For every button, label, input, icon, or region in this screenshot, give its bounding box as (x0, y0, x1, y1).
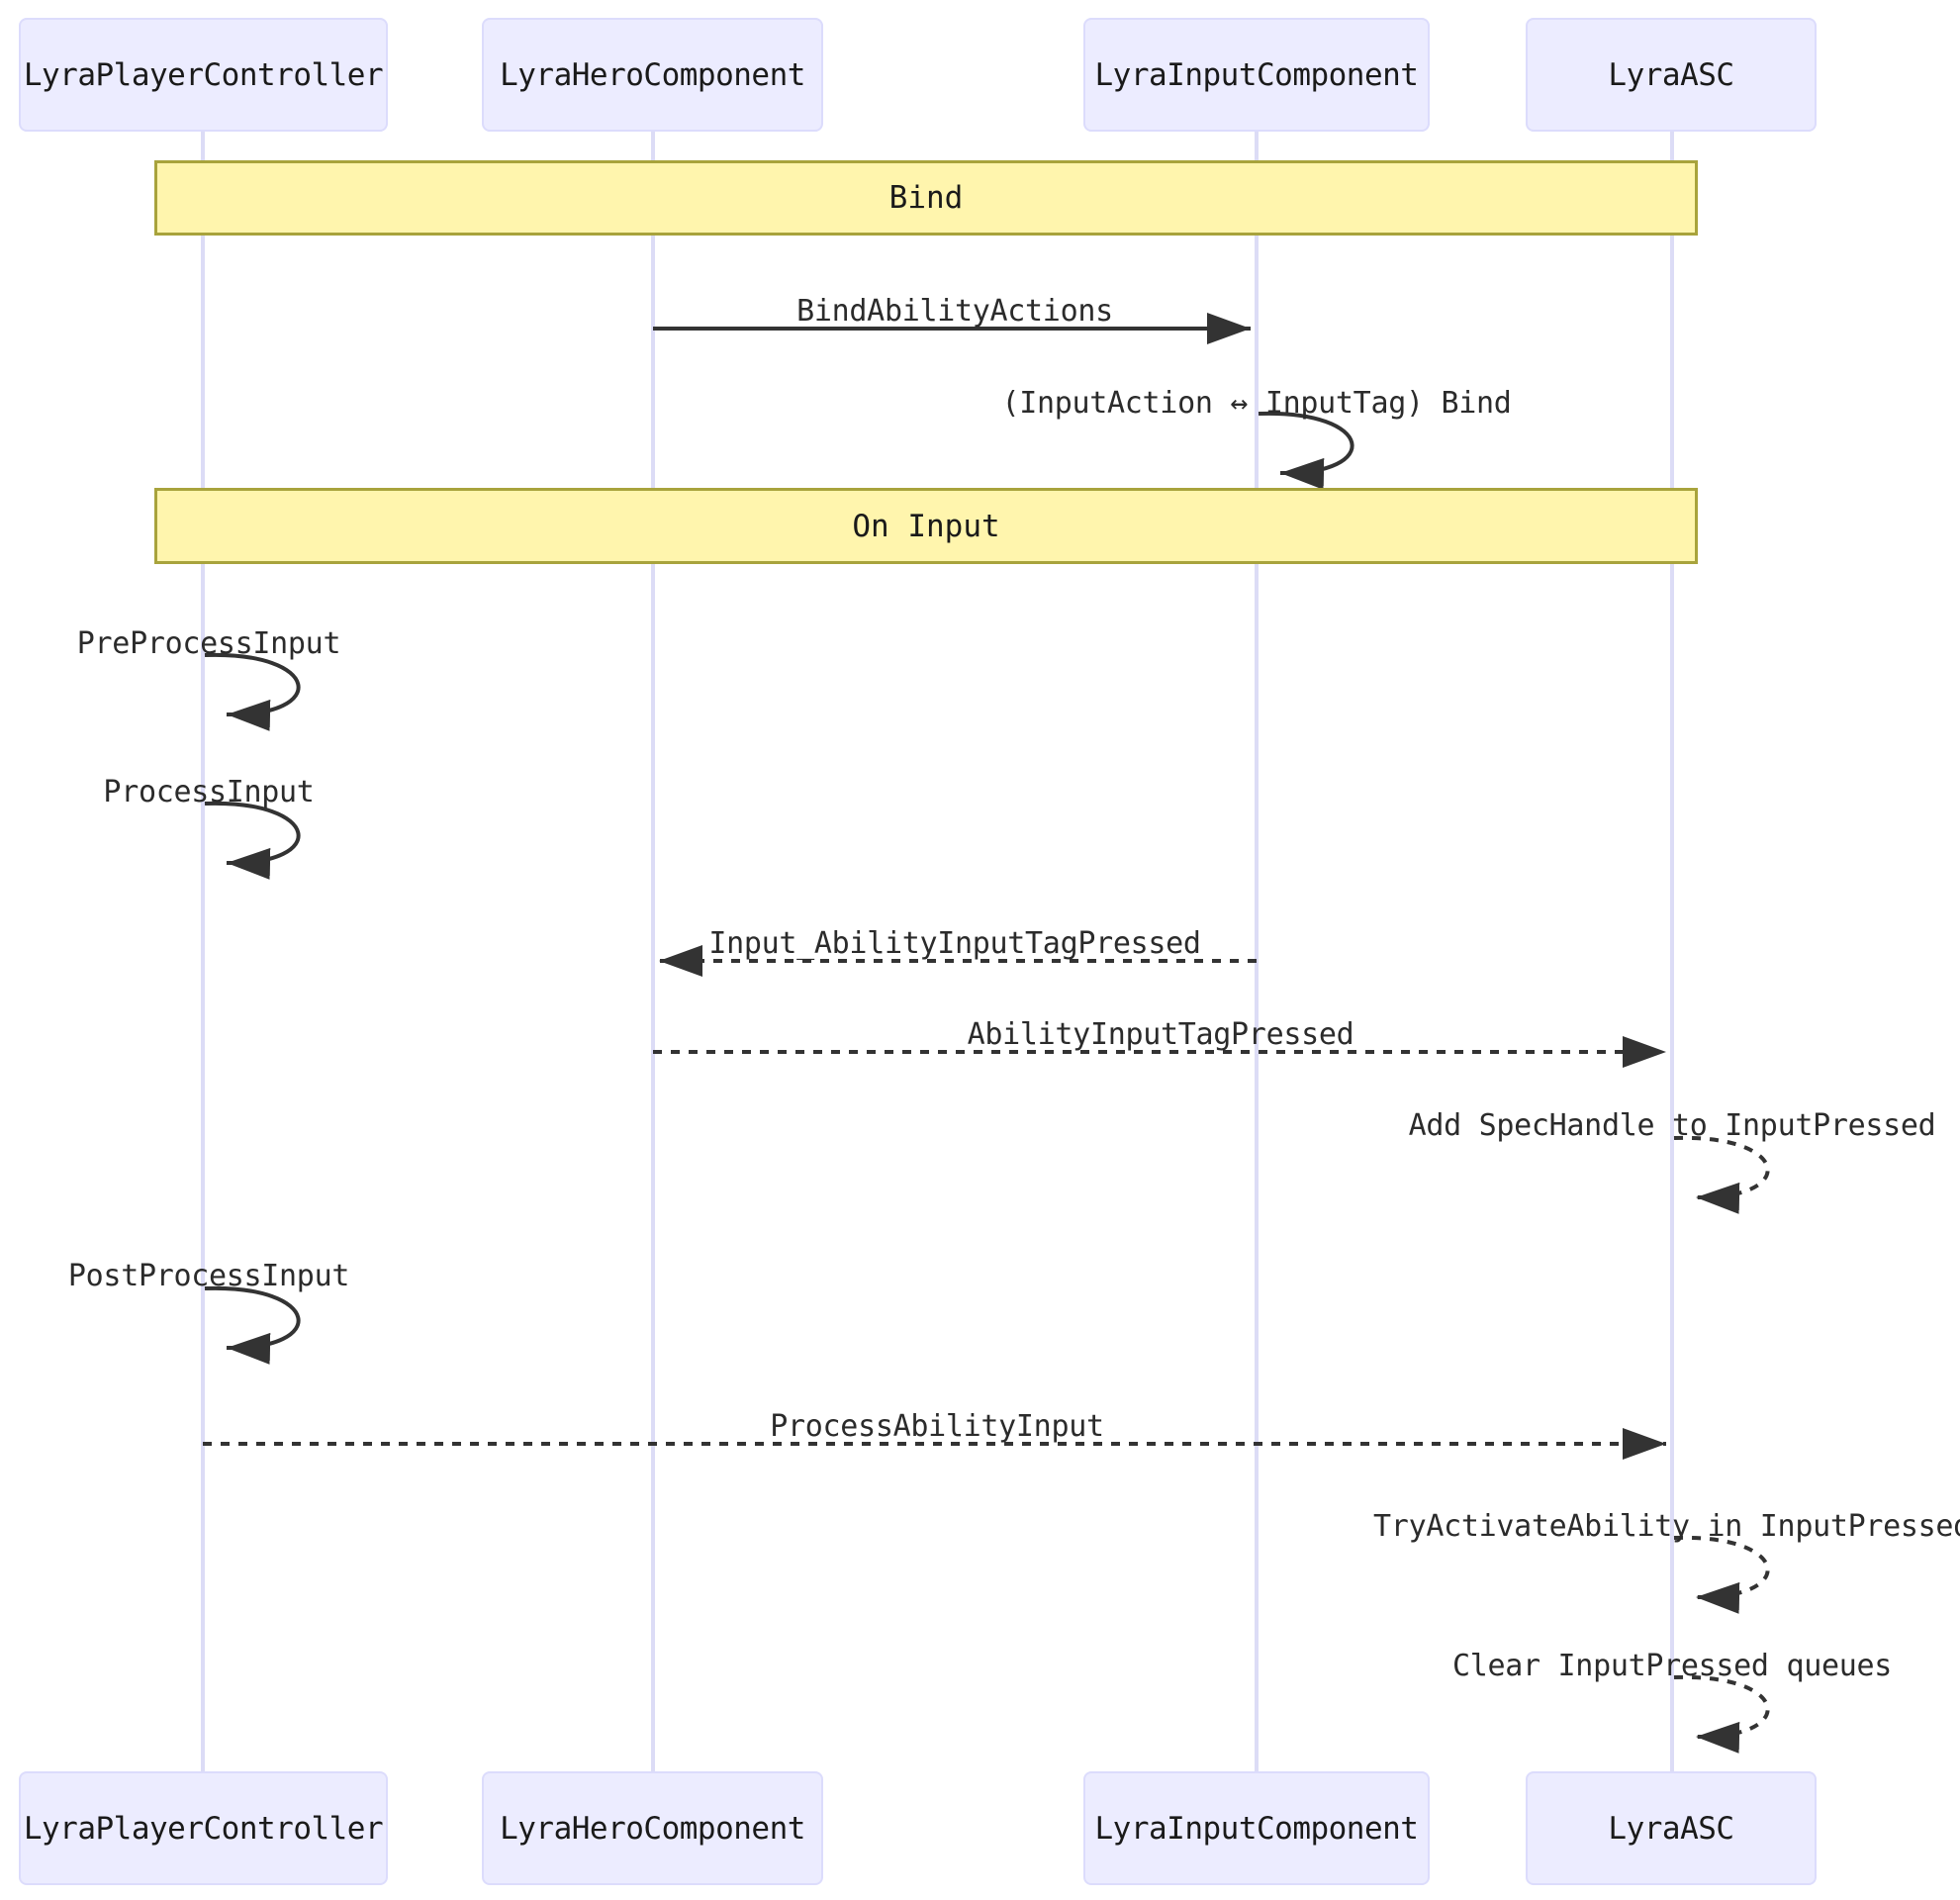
messages-group (203, 313, 1770, 1754)
message-line-m8 (204, 1285, 301, 1365)
actor-header-pc[interactable]: LyraPlayerController (19, 18, 388, 132)
actor-footer-asc[interactable]: LyraASC (1526, 1771, 1817, 1885)
message-label-m2: (InputAction ↔ InputTag) Bind (1001, 386, 1512, 421)
actor-footer-pc[interactable]: LyraPlayerController (19, 1771, 388, 1885)
message-label-m11: Clear InputPressed queues (1451, 1649, 1893, 1683)
actor-header-ic[interactable]: LyraInputComponent (1083, 18, 1430, 132)
message-line-m4 (204, 801, 301, 880)
message-line-m7 (1673, 1135, 1770, 1214)
participant-label: LyraPlayerController (23, 56, 384, 93)
message-label-m7: Add SpecHandle to InputPressed (1408, 1108, 1936, 1143)
block-label: Bind (888, 180, 964, 216)
actor-header-asc[interactable]: LyraASC (1526, 18, 1817, 132)
participant-label: LyraASC (1608, 1810, 1734, 1847)
participant-label: LyraInputComponent (1094, 1810, 1419, 1847)
message-label-m3: PreProcessInput (76, 626, 341, 661)
participant-label: LyraASC (1608, 56, 1734, 93)
message-line-m3 (204, 652, 301, 731)
message-label-m6: AbilityInputTagPressed (967, 1017, 1354, 1052)
participant-label: LyraInputComponent (1094, 56, 1419, 93)
message-line-m11 (1673, 1674, 1770, 1754)
message-line-m2 (1258, 411, 1354, 490)
block-bind: Bind (154, 160, 1698, 236)
message-label-m1: BindAbilityActions (796, 294, 1113, 329)
message-label-m4: ProcessInput (103, 775, 315, 809)
actor-header-hc[interactable]: LyraHeroComponent (482, 18, 823, 132)
actor-footer-hc[interactable]: LyraHeroComponent (482, 1771, 823, 1885)
message-label-m10: TryActivateAbility in InputPressed (1373, 1509, 1960, 1544)
message-label-m5: Input_AbilityInputTagPressed (708, 926, 1201, 961)
actor-footer-ic[interactable]: LyraInputComponent (1083, 1771, 1430, 1885)
participant-label: LyraPlayerController (23, 1810, 384, 1847)
lifelines-group (201, 132, 1674, 1771)
block-label: On Input (852, 508, 1000, 544)
message-line-m10 (1673, 1535, 1770, 1614)
message-label-m8: PostProcessInput (67, 1259, 350, 1293)
participant-label: LyraHeroComponent (500, 56, 805, 93)
message-label-m9: ProcessAbilityInput (770, 1409, 1104, 1444)
block-oninput: On Input (154, 488, 1698, 564)
participant-label: LyraHeroComponent (500, 1810, 805, 1847)
